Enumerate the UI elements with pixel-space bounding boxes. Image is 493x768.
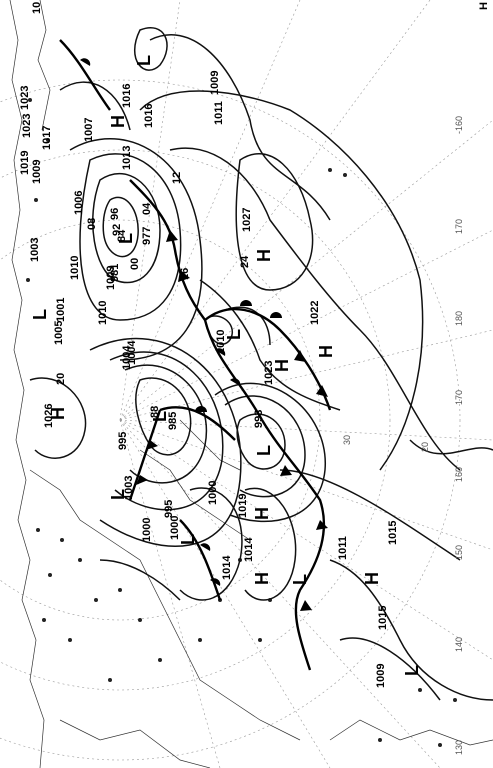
isobar-label: 1010 bbox=[97, 301, 109, 325]
top-right-label: H bbox=[478, 2, 490, 10]
isobar-label: 88 bbox=[149, 406, 161, 418]
isobar-label: 24 bbox=[239, 255, 251, 268]
low-center-977-letter: L bbox=[116, 233, 136, 244]
longitude-label: 130 bbox=[454, 740, 464, 755]
high-center-1022-value: 1022 bbox=[309, 301, 321, 325]
high-center-1026-letter: H bbox=[48, 407, 68, 420]
isobar-label: 1010 bbox=[69, 256, 81, 280]
latitude-label: 20 bbox=[420, 442, 430, 452]
low-center-1000-letter: L bbox=[178, 534, 198, 545]
high-center-1026-value: 1026 bbox=[43, 404, 55, 428]
high-center-1014-value: 1014 bbox=[243, 537, 255, 562]
isobar-label: 1009 bbox=[209, 71, 221, 95]
isobar-label: 1023 bbox=[19, 86, 31, 110]
isobar-label: 92 bbox=[111, 224, 123, 236]
low-center-1010-value: 1010 bbox=[215, 330, 227, 354]
longitude-label: 140 bbox=[454, 637, 464, 652]
isobar-label: 1017 bbox=[41, 126, 53, 150]
isobar-label: 1016 bbox=[143, 104, 155, 128]
isobar-label: 1014 bbox=[221, 555, 233, 580]
isobar-label: 1000 bbox=[169, 516, 181, 540]
longitude-label: -160 bbox=[454, 116, 464, 134]
isobar-labels: 1009 1013 1016 1007 1003 1005 1004 1010 … bbox=[19, 71, 389, 630]
isobar-label: 1004 bbox=[121, 345, 133, 370]
isobar-label: 1009 bbox=[31, 160, 43, 184]
latitude-label: 30 bbox=[342, 435, 352, 445]
fronts bbox=[59, 39, 332, 671]
low-center-995-letter: L bbox=[108, 489, 128, 500]
isobar-label: 16 bbox=[179, 268, 191, 280]
isobar-label: 1003 bbox=[29, 238, 41, 262]
isobar-label: 1011 bbox=[213, 101, 225, 125]
coastline bbox=[9, 0, 493, 768]
isobar-label: 1006 bbox=[73, 191, 85, 215]
low-center-993-letter: L bbox=[254, 445, 274, 456]
high-center-1022-letter: H bbox=[316, 345, 336, 358]
high-center-1011-value: 1011 bbox=[337, 536, 349, 560]
station-plots bbox=[26, 98, 457, 747]
high-center-1016-letter: H bbox=[108, 115, 128, 128]
low-center-1009-letter: L bbox=[402, 665, 422, 676]
isobar-label: 12 bbox=[171, 172, 183, 184]
isobars bbox=[29, 27, 493, 701]
low-center-985-letter: L bbox=[150, 411, 170, 422]
isobar-label: 1001 bbox=[55, 298, 67, 322]
isobar-label: 1007 bbox=[83, 118, 95, 142]
high-center-1019-value: 1019 bbox=[237, 494, 249, 518]
low-center-985-value: 985 bbox=[167, 412, 179, 430]
longitude-label: 160 bbox=[454, 467, 464, 482]
low-center-west-letter: L bbox=[30, 309, 50, 320]
low-center-993-value: 993 bbox=[253, 410, 265, 428]
high-center-1019-letter: H bbox=[252, 507, 272, 520]
low-center-995-value: 995 bbox=[117, 432, 129, 450]
isobar-label: 1005 bbox=[53, 321, 65, 345]
high-center-1027-value: 1027 bbox=[241, 208, 253, 232]
isobar-label: 1015 bbox=[377, 606, 389, 630]
isobar-label: 04 bbox=[141, 202, 153, 215]
isobar-label: 08 bbox=[86, 218, 98, 230]
pressure-centers: H 1027 H 1022 H 1023 H 1026 H 1019 H 101… bbox=[30, 55, 422, 688]
low-center-north-letter: L bbox=[134, 55, 154, 66]
isobar-label: 981 bbox=[109, 264, 121, 282]
isobar-label: 84 bbox=[116, 229, 128, 242]
isobar-label: 1004 bbox=[126, 340, 138, 365]
longitude-label: 170 bbox=[454, 219, 464, 234]
low-center-1000-value: 1000 bbox=[207, 481, 219, 505]
isobar-label: 1003 bbox=[123, 476, 135, 500]
high-center-1027-letter: H bbox=[254, 249, 274, 262]
low-center-977-value: 977 bbox=[141, 227, 153, 245]
isobar-label: 995 bbox=[163, 500, 175, 518]
isobar-label: 1000 bbox=[141, 518, 153, 542]
low-center-south-letter: L bbox=[290, 574, 310, 585]
longitude-label: 170 bbox=[454, 390, 464, 405]
high-center-east-letter: H bbox=[362, 572, 382, 585]
isobar-label: 1013 bbox=[121, 146, 133, 170]
corner-label: 10 bbox=[31, 2, 43, 14]
isobar-label: 20 bbox=[55, 373, 67, 385]
isobar-label: 00 bbox=[129, 258, 141, 270]
graticule-labels: -160 170 180 170 160 150 140 130 20 30 1… bbox=[31, 2, 490, 755]
isobar-label: 1009 bbox=[105, 266, 117, 290]
high-center-1014-letter: H bbox=[252, 572, 272, 585]
isobar-label: 96 bbox=[109, 208, 121, 220]
low-center-1010-letter: L bbox=[224, 329, 244, 340]
high-center-1016-value: 1016 bbox=[121, 84, 133, 108]
high-center-1023-letter: H bbox=[272, 359, 292, 372]
longitude-label: 150 bbox=[454, 545, 464, 560]
high-center-1015-value: 1015 bbox=[387, 521, 399, 545]
isobar-label: 1019 bbox=[19, 151, 31, 175]
isobar-label: 1023 bbox=[21, 114, 33, 138]
front-symbols bbox=[80, 58, 328, 611]
longitude-label: 180 bbox=[454, 311, 464, 326]
high-center-1023-value: 1023 bbox=[263, 361, 275, 385]
low-center-1009-value: 1009 bbox=[375, 664, 387, 688]
